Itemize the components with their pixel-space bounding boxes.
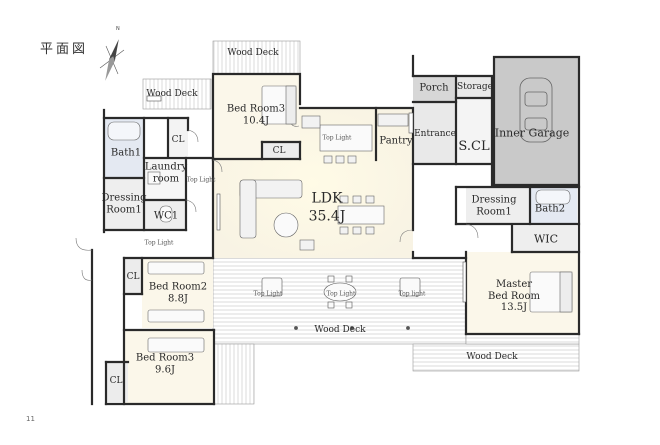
room-label-ldk: LDK 35.4J (308, 190, 346, 225)
room-label-wc1: WC1 (153, 210, 179, 222)
cl-a-floor (168, 118, 188, 156)
dressing-left-floor (104, 178, 144, 230)
wood-deck-bottom-right (412, 343, 580, 372)
room-label-cl-c: CL (126, 271, 140, 282)
wood-deck-bottom-left (213, 343, 255, 405)
deck-label-center: Wood Deck (314, 324, 366, 335)
room-label-master: Master Bed Room 13.5J (488, 278, 540, 313)
porch-floor (413, 76, 456, 102)
room-label-dressing1-right: Dressing Room1 (471, 194, 517, 218)
room-label-pantry: Pantry (379, 135, 413, 147)
deck-label-bottom-right: Wood Deck (466, 351, 518, 362)
garage-floor (494, 57, 579, 185)
room-label-entrance: Entrance (414, 128, 456, 139)
room-label-bedroom2: Bed Room2 8.8J (148, 281, 208, 305)
cl-d-floor (106, 362, 128, 402)
compass-icon: N (99, 26, 125, 81)
cl-c-floor (124, 258, 142, 294)
light-label-deck-right: Top light (398, 290, 426, 298)
svg-text:N: N (116, 26, 120, 32)
dressing-right-floor (466, 187, 530, 224)
scl-floor (456, 98, 492, 164)
room-label-storage: Storage (457, 81, 493, 92)
wood-deck-top (212, 40, 301, 75)
room-label-porch: Porch (419, 82, 449, 94)
page-title: 平面図 (40, 42, 89, 57)
room-label-bath1: Bath1 (110, 147, 142, 159)
wood-deck-upper-left (142, 78, 212, 110)
deck-label-upper-left: Wood Deck (146, 88, 198, 99)
light-label-hall: Top Light (144, 239, 174, 247)
cl-b-floor (262, 142, 300, 159)
room-label-scl: S.CL (458, 139, 490, 155)
room-label-wic: WIC (533, 232, 559, 246)
page-number: 11 (26, 415, 35, 423)
ldk-furniture (239, 113, 409, 251)
windows (146, 95, 467, 303)
wic-floor (512, 226, 577, 252)
room-label-laundry: Laundry room (144, 161, 188, 185)
deck-furniture (261, 275, 421, 330)
room-label-bath2: Bath2 (534, 203, 566, 215)
room-label-dressing1-left: Dressing Room1 (101, 192, 147, 216)
room-label-bedroom3-bottom: Bed Room3 9.6J (135, 352, 195, 376)
light-label-kitchen: Top Light (322, 134, 352, 142)
car-icon (519, 77, 553, 143)
entrance-floor (413, 102, 456, 164)
bedroom-furniture (107, 85, 573, 353)
room-label-cl-b: CL (272, 145, 286, 156)
room-label-bedroom3-top: Bed Room3 10.4J (226, 103, 286, 127)
light-label-deck-left: Top Light (253, 290, 283, 298)
room-label-cl-d: CL (109, 375, 123, 386)
light-label-laundry: Top Light (186, 176, 216, 184)
walls (90, 54, 581, 406)
light-label-deck-center: Top Light (326, 290, 356, 298)
room-label-inner-garage: Inner Garage (494, 126, 570, 140)
storage-floor (456, 76, 492, 98)
room-label-cl-a: CL (171, 134, 185, 145)
deck-label-top: Wood Deck (227, 47, 279, 58)
